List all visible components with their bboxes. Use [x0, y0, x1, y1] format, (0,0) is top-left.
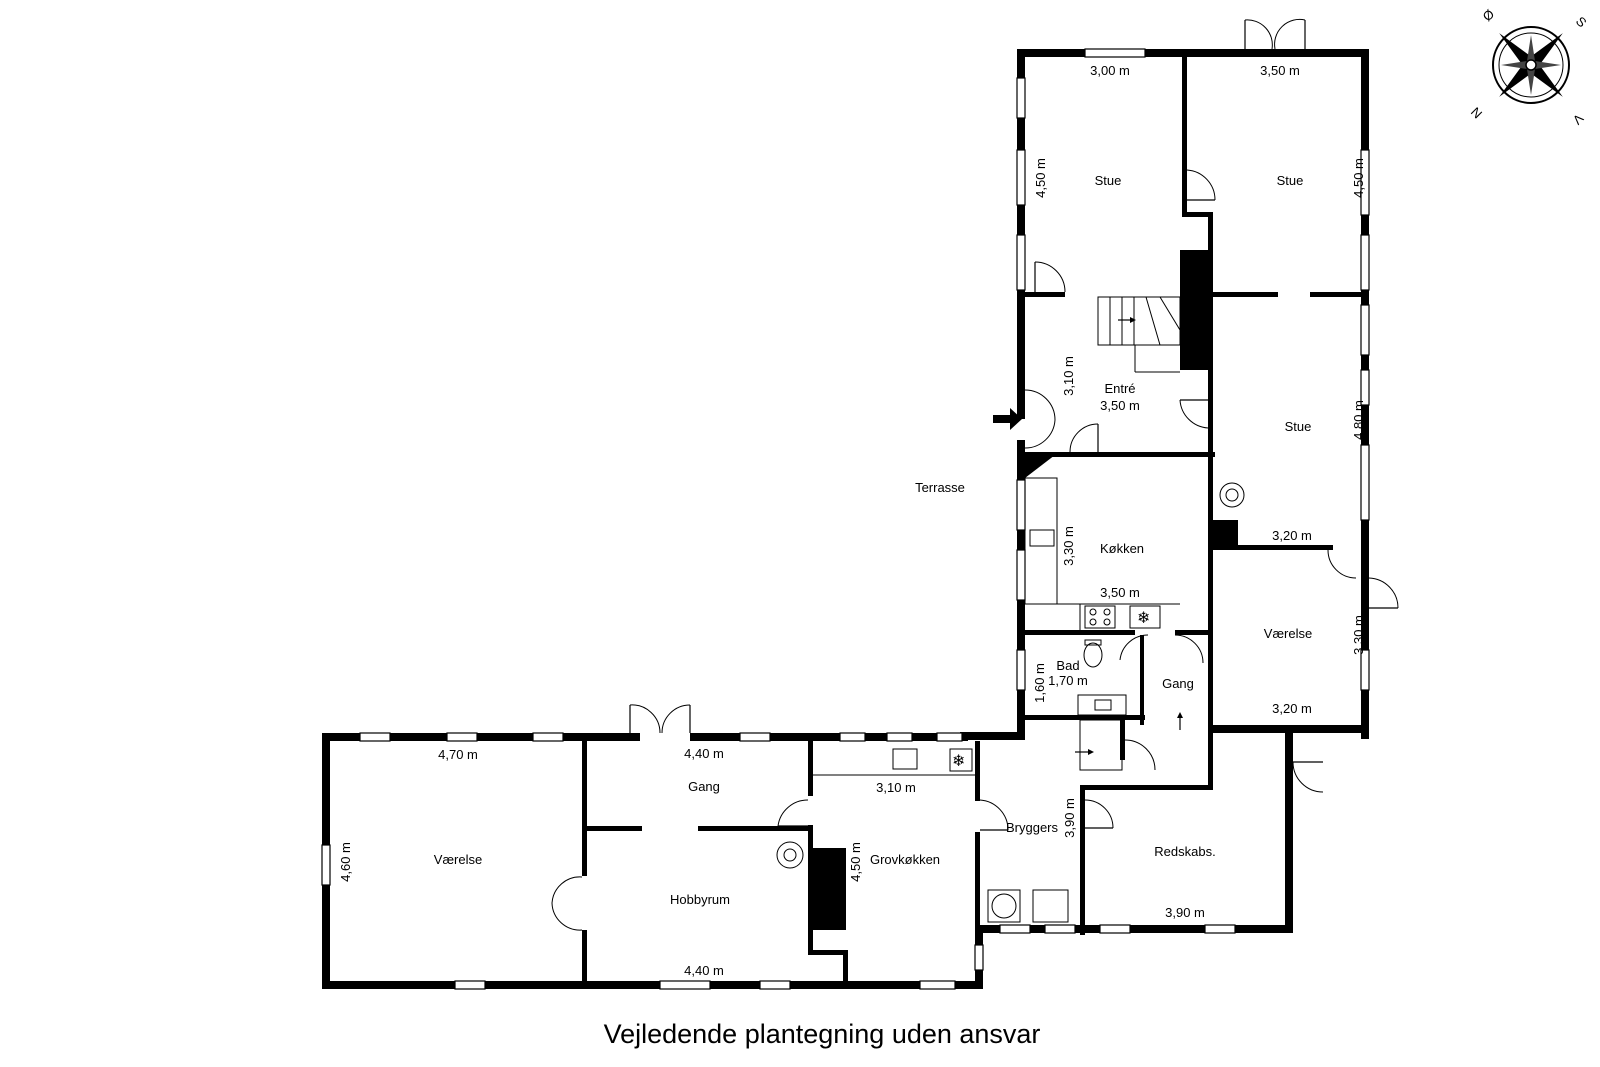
room-dim-stue-2-width: 3,50 m: [1260, 63, 1300, 78]
room-dim-stue-3-width: 3,20 m: [1272, 528, 1312, 543]
room-dim-stue-1-width: 3,00 m: [1090, 63, 1130, 78]
room-dim-gang-2-width: 4,40 m: [684, 746, 724, 761]
room-name-bryggers: Bryggers: [1006, 820, 1059, 835]
room-dim-vaerelse-1-width: 3,20 m: [1272, 701, 1312, 716]
room-labels: Stue 3,00 m 4,50 m Stue 3,50 m 4,50 m En…: [338, 63, 1366, 978]
room-dim-kokken-width: 3,50 m: [1100, 585, 1140, 600]
room-dim-vaerelse-1-height: 3,30 m: [1351, 615, 1366, 655]
room-name-vaerelse-1: Værelse: [1264, 626, 1312, 641]
room-name-stue-3: Stue: [1285, 419, 1312, 434]
staircase: [1097, 296, 1181, 373]
svg-text:❄: ❄: [952, 751, 965, 770]
entrance-arrow-icon: [993, 408, 1022, 430]
compass-letter-s: S: [1573, 14, 1590, 31]
room-dim-bad-width: 1,70 m: [1048, 673, 1088, 688]
room-dim-bryggers-height: 3,90 m: [1062, 798, 1077, 838]
room-name-stue-2: Stue: [1277, 173, 1304, 188]
room-name-entre: Entré: [1104, 381, 1135, 396]
room-dim-entre-height: 3,10 m: [1061, 356, 1076, 396]
room-dim-stue-3-height: 4,80 m: [1351, 400, 1366, 440]
compass-letter-o: Ø: [1480, 6, 1498, 24]
room-dim-entre-width: 3,50 m: [1100, 398, 1140, 413]
room-dim-redskabs-width: 3,90 m: [1165, 905, 1205, 920]
svg-text:❄: ❄: [1137, 608, 1150, 627]
windows: [321, 48, 1370, 990]
room-dim-grovkokken-width: 3,10 m: [876, 780, 916, 795]
room-name-kokken: Køkken: [1100, 541, 1144, 556]
room-dim-vaerelse-2-width: 4,70 m: [438, 747, 478, 762]
doors: [551, 18, 1399, 931]
room-dim-stue-2-height: 4,50 m: [1351, 158, 1366, 198]
compass-rose-icon: [1492, 26, 1570, 104]
room-dim-kokken-height: 3,30 m: [1061, 526, 1076, 566]
compass-letter-n: N: [1468, 104, 1485, 121]
room-dim-grovkokken-height: 4,50 m: [848, 842, 863, 882]
room-name-bad: Bad: [1056, 658, 1079, 673]
room-name-terrasse: Terrasse: [915, 480, 965, 495]
room-name-hobbyrum: Hobbyrum: [670, 892, 730, 907]
room-name-grovkokken: Grovkøkken: [870, 852, 940, 867]
room-dim-hobbyrum-width: 4,40 m: [684, 963, 724, 978]
room-dim-vaerelse-2-height: 4,60 m: [338, 842, 353, 882]
room-name-vaerelse-2: Værelse: [434, 852, 482, 867]
plan-caption: Vejledende plantegning uden ansvar: [604, 1019, 1041, 1049]
room-name-gang-1: Gang: [1162, 676, 1194, 691]
room-name-stue-1: Stue: [1095, 173, 1122, 188]
room-dim-stue-1-height: 4,50 m: [1033, 158, 1048, 198]
room-name-gang-2: Gang: [688, 779, 720, 794]
fixtures: ❄ ❄: [776, 296, 1245, 923]
room-name-redskabs: Redskabs.: [1154, 844, 1215, 859]
compass-letter-v: V: [1570, 111, 1587, 128]
room-dim-bad-height: 1,60 m: [1032, 663, 1047, 703]
